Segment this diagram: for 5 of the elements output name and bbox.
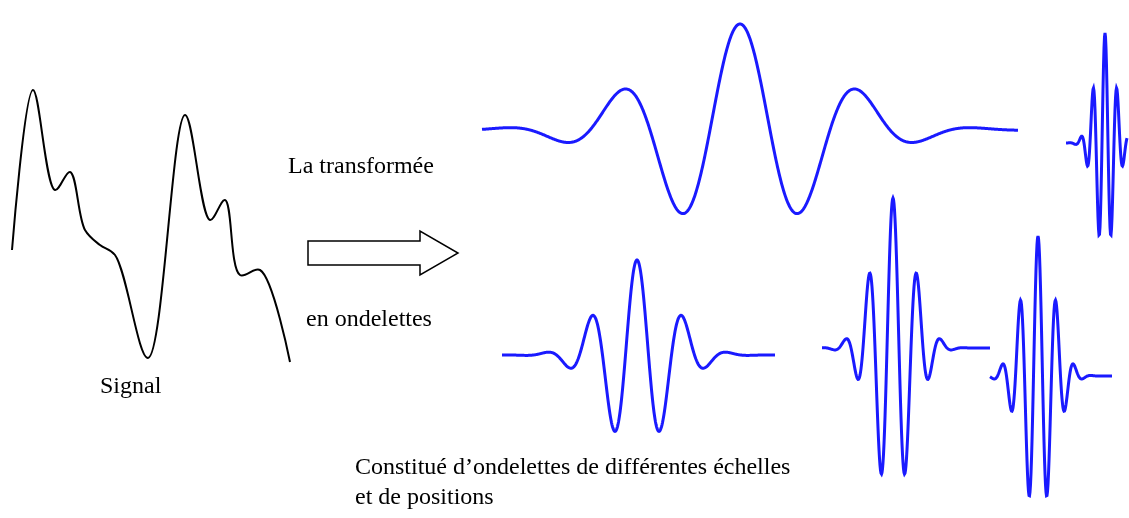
- block-arrow: [307, 229, 460, 277]
- node-label: Signal: [100, 371, 163, 400]
- label: en ondelettes: [306, 304, 432, 333]
- label: La transformée: [288, 151, 434, 180]
- label: Constitué d’ondelettes de différentes échelles et de positions: [355, 452, 792, 511]
